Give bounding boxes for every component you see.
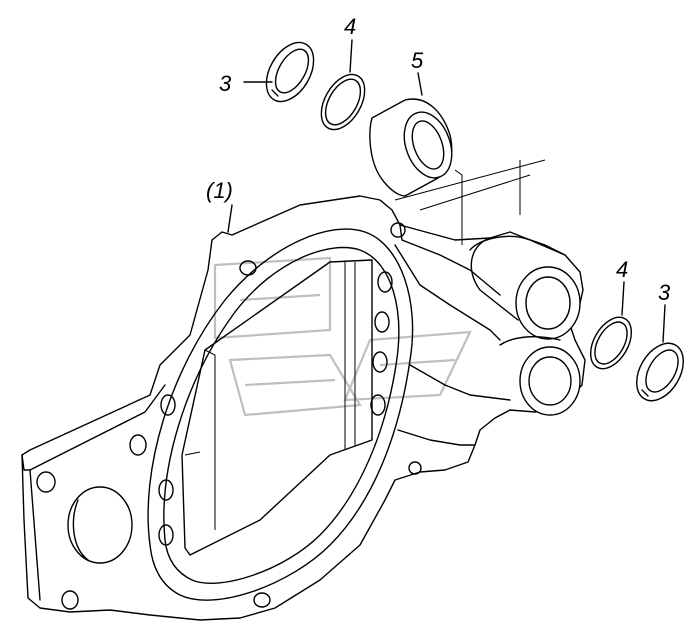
callout-seal-left: 3: [219, 71, 232, 96]
lower-boss: [499, 336, 581, 416]
ring-right-part: [589, 316, 633, 370]
callout-housing: (1): [206, 178, 233, 203]
watermark-logo: [213, 256, 472, 417]
bushing-part: [369, 98, 453, 197]
housing-part: [21, 195, 586, 621]
callout-seal-right: 3: [658, 280, 671, 305]
leader-lines: [227, 39, 666, 343]
callout-ring-right: 4: [616, 257, 628, 282]
upper-boss: [469, 235, 581, 340]
seal-left-part: [265, 41, 315, 103]
ring-left-part: [320, 73, 366, 131]
bolt-holes: [36, 222, 422, 610]
callout-bushing: 5: [411, 48, 424, 73]
seal-right-part: [636, 342, 684, 402]
assembly-lines: [394, 159, 546, 245]
callout-ring-left: 4: [344, 14, 356, 39]
large-bore: [67, 486, 133, 564]
